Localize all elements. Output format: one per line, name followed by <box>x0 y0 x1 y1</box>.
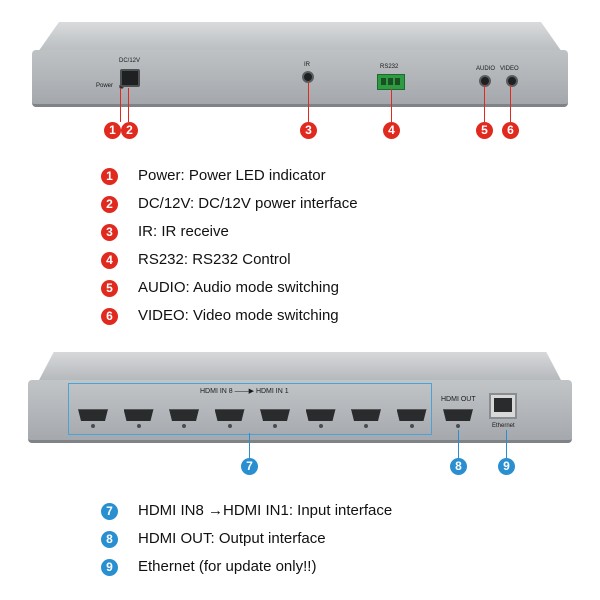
legend-text-9: Ethernet (for update only!!) <box>138 558 317 575</box>
hdmi-in-port <box>78 409 108 421</box>
legend-marker-5: 5 <box>101 280 118 297</box>
marker-8: 8 <box>450 458 467 475</box>
legend-text-2: DC/12V: DC/12V power interface <box>138 195 358 212</box>
legend-text-4: RS232: RS232 Control <box>138 251 291 268</box>
legend-text-3: IR: IR receive <box>138 223 229 240</box>
hdmi-in-port <box>169 409 199 421</box>
legend-marker-9: 9 <box>101 559 118 576</box>
hdmi-in-led <box>364 424 368 428</box>
hdmi-out-port <box>443 409 473 421</box>
legend-marker-4: 4 <box>101 252 118 269</box>
ir-label: IR <box>304 62 310 68</box>
device-top-body <box>38 22 562 52</box>
legend-marker-7: 7 <box>101 503 118 520</box>
marker-3: 3 <box>300 122 317 139</box>
hdmi-in-led <box>227 424 232 428</box>
rs232-terminal <box>377 74 405 90</box>
hdmi-in-port <box>214 409 245 421</box>
marker-1: 1 <box>104 122 121 139</box>
legend-text-7: HDMI IN8 →HDMI IN1: Input interface <box>138 502 393 519</box>
legend-marker-2: 2 <box>101 196 118 213</box>
marker-7: 7 <box>241 458 258 475</box>
marker-2: 2 <box>121 122 138 139</box>
ethernet-port <box>489 393 517 419</box>
hdmi-in-led <box>182 424 186 428</box>
hdmi-in-led <box>273 424 277 428</box>
video-button <box>506 75 518 87</box>
device-bottom-body <box>38 352 562 382</box>
hdmi-in-led <box>136 424 141 428</box>
device-bottom-panel <box>28 380 572 443</box>
hdmi-in-port <box>260 409 290 421</box>
hdmi-in-led <box>91 424 95 428</box>
legend-marker-1: 1 <box>101 168 118 185</box>
hdmi-in-port <box>351 409 381 421</box>
hdmi-out-label: HDMI OUT <box>441 396 476 403</box>
legend-text-8: HDMI OUT: Output interface <box>138 530 326 547</box>
hdmi-in-led <box>409 424 414 428</box>
audio-button <box>479 75 491 87</box>
legend-text-1: Power: Power LED indicator <box>138 167 326 184</box>
hdmi-in-highlight <box>68 383 432 435</box>
legend-marker-8: 8 <box>101 531 118 548</box>
hdmi-out-led <box>456 424 460 428</box>
legend-marker-6: 6 <box>101 308 118 325</box>
rs232-label: RS232 <box>380 64 399 70</box>
hdmi-in-port <box>305 409 336 421</box>
marker-4: 4 <box>383 122 400 139</box>
hdmi-in-port <box>123 409 154 421</box>
dc12v-jack <box>120 69 140 87</box>
hdmi-in-led <box>318 424 323 428</box>
marker-6: 6 <box>502 122 519 139</box>
legend-marker-3: 3 <box>101 224 118 241</box>
power-label: Power <box>96 83 114 89</box>
hdmi-in-port <box>396 409 427 421</box>
hdmi-in-range-label: HDMI IN 8 ——▶ HDMI IN 1 <box>200 388 289 395</box>
legend-text-5: AUDIO: Audio mode switching <box>138 279 339 296</box>
ethernet-label: Ethernet <box>492 423 515 429</box>
marker-9: 9 <box>498 458 515 475</box>
legend-text-6: VIDEO: Video mode switching <box>138 307 339 324</box>
audio-label: AUDIO <box>476 66 496 72</box>
marker-5: 5 <box>476 122 493 139</box>
video-label: VIDEO <box>500 66 519 72</box>
dc12v-label: DC/12V <box>119 58 141 64</box>
